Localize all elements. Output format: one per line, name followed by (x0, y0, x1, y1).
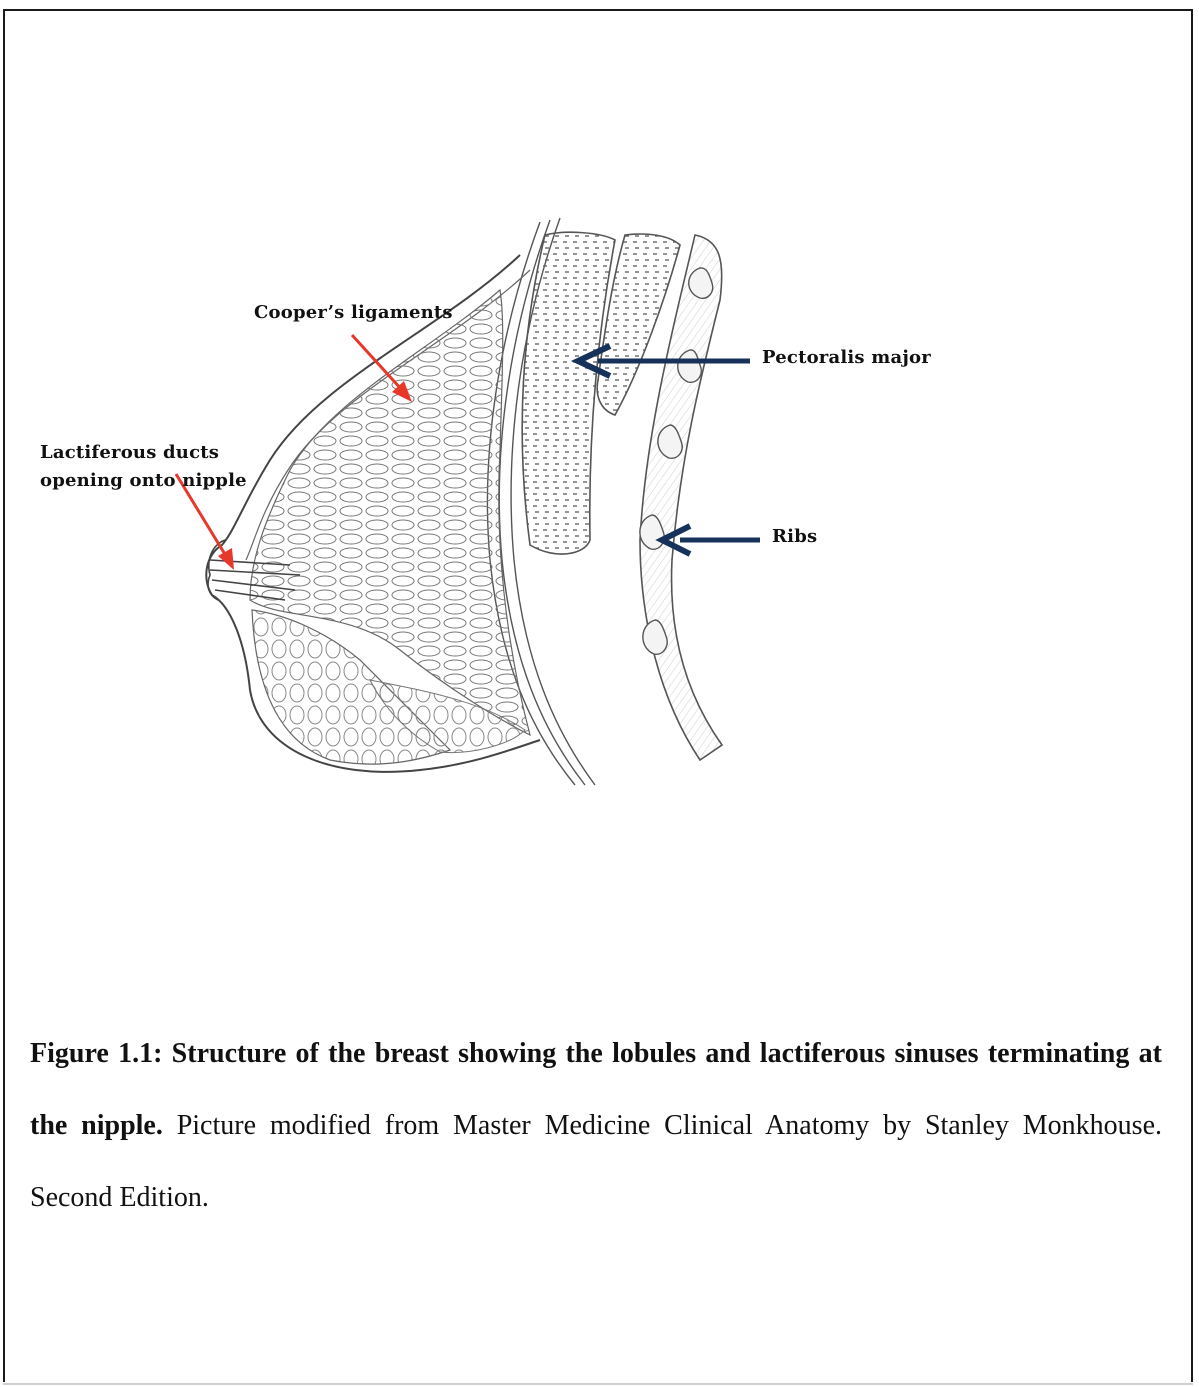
label-lactiferous-ducts-line2: opening onto nipple (40, 470, 247, 491)
figure-caption: Figure 1.1: Structure of the breast show… (30, 1018, 1162, 1234)
breast-anatomy-illustration (0, 0, 1199, 1000)
label-coopers-ligaments: Cooper’s ligaments (254, 302, 453, 323)
label-ribs: Ribs (772, 526, 817, 547)
figure-border-bottom (3, 1383, 1193, 1385)
label-pectoralis-major: Pectoralis major (762, 347, 931, 368)
arrow-ribs (662, 526, 760, 554)
label-lactiferous-ducts-line1: Lactiferous ducts (40, 442, 219, 463)
figure-caption-body: Picture modified from Master Medicine Cl… (30, 1110, 1162, 1213)
